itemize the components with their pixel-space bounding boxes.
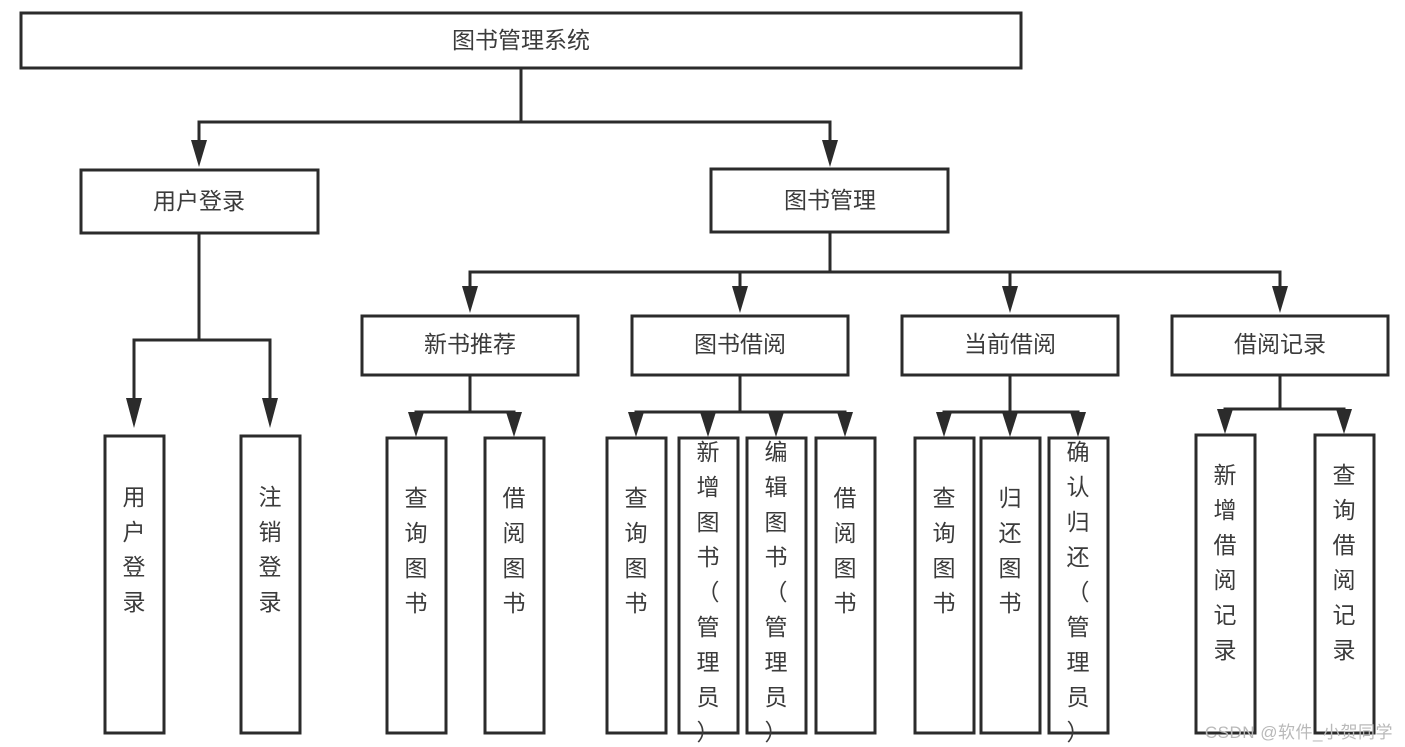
node-leaf-query-book-1-label: 查询图书 — [405, 485, 428, 616]
node-book-management-label: 图书管理 — [784, 187, 876, 213]
arrow-head-leaf-confirm-return — [1070, 412, 1086, 437]
node-leaf-confirm-return-box[interactable] — [1047, 436, 1110, 735]
arrow-head-book-management — [822, 140, 838, 167]
node-root-label: 图书管理系统 — [452, 27, 590, 53]
node-leaf-query-book-1[interactable]: 查询图书 — [385, 436, 448, 735]
arrow-head-new-book-recommend — [462, 286, 478, 313]
node-root-box[interactable] — [19, 11, 1023, 70]
arrow-head-leaf-return-book — [1002, 412, 1018, 437]
node-user-login-label: 用户登录 — [153, 188, 245, 214]
node-new-book-recommend-label: 新书推荐 — [424, 331, 516, 357]
node-book-management[interactable]: 图书管理 — [709, 167, 950, 234]
node-leaf-edit-book-box[interactable] — [745, 436, 808, 735]
node-leaf-query-book-1-box[interactable] — [385, 436, 448, 735]
arrow-head-leaf-borrow-book-1 — [506, 412, 522, 437]
node-borrow-record-box[interactable] — [1170, 314, 1390, 377]
node-book-borrow[interactable]: 图书借阅 — [630, 314, 850, 377]
node-borrow-record[interactable]: 借阅记录 — [1170, 314, 1390, 377]
node-current-borrow[interactable]: 当前借阅 — [900, 314, 1120, 377]
node-new-book-recommend[interactable]: 新书推荐 — [360, 314, 580, 377]
arrow-head-leaf-query-book-2 — [628, 412, 644, 437]
csdn-watermark: CSDN @软件_小贺同学 — [1204, 723, 1393, 742]
node-leaf-confirm-return[interactable]: 确认归还（管理员） — [1047, 436, 1110, 745]
node-leaf-add-book-label: 新增图书（管理员） — [697, 439, 720, 745]
arrow-head-leaf-user-login — [126, 398, 142, 428]
node-leaf-add-book[interactable]: 新增图书（管理员） — [677, 436, 740, 745]
node-new-book-recommend-box[interactable] — [360, 314, 580, 377]
arrow-head-leaf-edit-book — [768, 412, 784, 437]
node-leaf-user-login-label: 用户登录 — [123, 484, 146, 615]
node-leaf-borrow-book-2-box[interactable] — [814, 436, 877, 735]
arrow-head-leaf-add-record — [1217, 409, 1233, 434]
node-leaf-return-book-box[interactable] — [979, 436, 1042, 735]
node-leaf-borrow-book-2[interactable]: 借阅图书 — [814, 436, 877, 735]
arrow-head-current-borrow — [1002, 286, 1018, 313]
node-leaf-query-record-box[interactable] — [1313, 433, 1376, 735]
node-leaf-user-login[interactable]: 用户登录 — [103, 434, 166, 735]
node-leaf-query-book-3[interactable]: 查询图书 — [913, 436, 976, 735]
arrow-head-leaf-user-logout — [262, 398, 278, 428]
arrow-head-leaf-borrow-book-2 — [837, 412, 853, 437]
node-leaf-edit-book-label: 编辑图书（管理员） — [765, 439, 788, 745]
arrow-head-leaf-query-book-3 — [936, 412, 952, 437]
node-leaf-edit-book[interactable]: 编辑图书（管理员） — [745, 436, 808, 745]
node-leaf-user-logout[interactable]: 注销登录 — [239, 434, 302, 735]
arrow-head-user-login — [191, 140, 207, 167]
node-leaf-query-book-2[interactable]: 查询图书 — [605, 436, 668, 735]
node-leaf-user-logout-label: 注销登录 — [259, 484, 282, 615]
arrow-head-borrow-record — [1272, 286, 1288, 313]
node-book-management-box[interactable] — [709, 167, 950, 234]
connector-layer — [126, 66, 1352, 437]
arrow-head-book-borrow — [732, 286, 748, 313]
node-leaf-return-book[interactable]: 归还图书 — [979, 436, 1042, 735]
arrow-head-leaf-query-record — [1336, 409, 1352, 434]
node-leaf-borrow-book-1-label: 借阅图书 — [503, 485, 526, 616]
node-current-borrow-label: 当前借阅 — [964, 331, 1056, 357]
node-leaf-query-book-2-box[interactable] — [605, 436, 668, 735]
node-current-borrow-box[interactable] — [900, 314, 1120, 377]
node-leaf-borrow-book-1-box[interactable] — [483, 436, 546, 735]
node-leaf-query-book-3-label: 查询图书 — [933, 485, 956, 616]
node-leaf-query-record-label: 查询借阅记录 — [1333, 462, 1356, 663]
node-leaf-add-record[interactable]: 新增借阅记录 — [1194, 433, 1257, 735]
node-user-login-box[interactable] — [79, 168, 320, 235]
node-user-login[interactable]: 用户登录 — [79, 168, 320, 235]
node-borrow-record-label: 借阅记录 — [1234, 331, 1326, 357]
node-leaf-query-book-3-box[interactable] — [913, 436, 976, 735]
node-leaf-add-book-box[interactable] — [677, 436, 740, 735]
arrow-head-leaf-query-book-1 — [408, 412, 424, 437]
node-leaf-confirm-return-label: 确认归还（管理员） — [1067, 439, 1090, 745]
node-leaf-query-record[interactable]: 查询借阅记录 — [1313, 433, 1376, 735]
node-book-borrow-box[interactable] — [630, 314, 850, 377]
node-leaf-query-book-2-label: 查询图书 — [625, 485, 648, 616]
node-leaf-user-login-box[interactable] — [103, 434, 166, 735]
node-leaf-return-book-label: 归还图书 — [999, 485, 1022, 616]
node-leaf-borrow-book-1[interactable]: 借阅图书 — [483, 436, 546, 735]
arrow-head-leaf-add-book — [700, 412, 716, 437]
node-leaf-add-record-label: 新增借阅记录 — [1214, 462, 1237, 663]
node-leaf-user-logout-box[interactable] — [239, 434, 302, 735]
node-leaf-borrow-book-2-label: 借阅图书 — [834, 485, 857, 616]
node-root[interactable]: 图书管理系统 — [19, 11, 1023, 70]
node-leaf-add-record-box[interactable] — [1194, 433, 1257, 735]
node-book-borrow-label: 图书借阅 — [694, 331, 786, 357]
